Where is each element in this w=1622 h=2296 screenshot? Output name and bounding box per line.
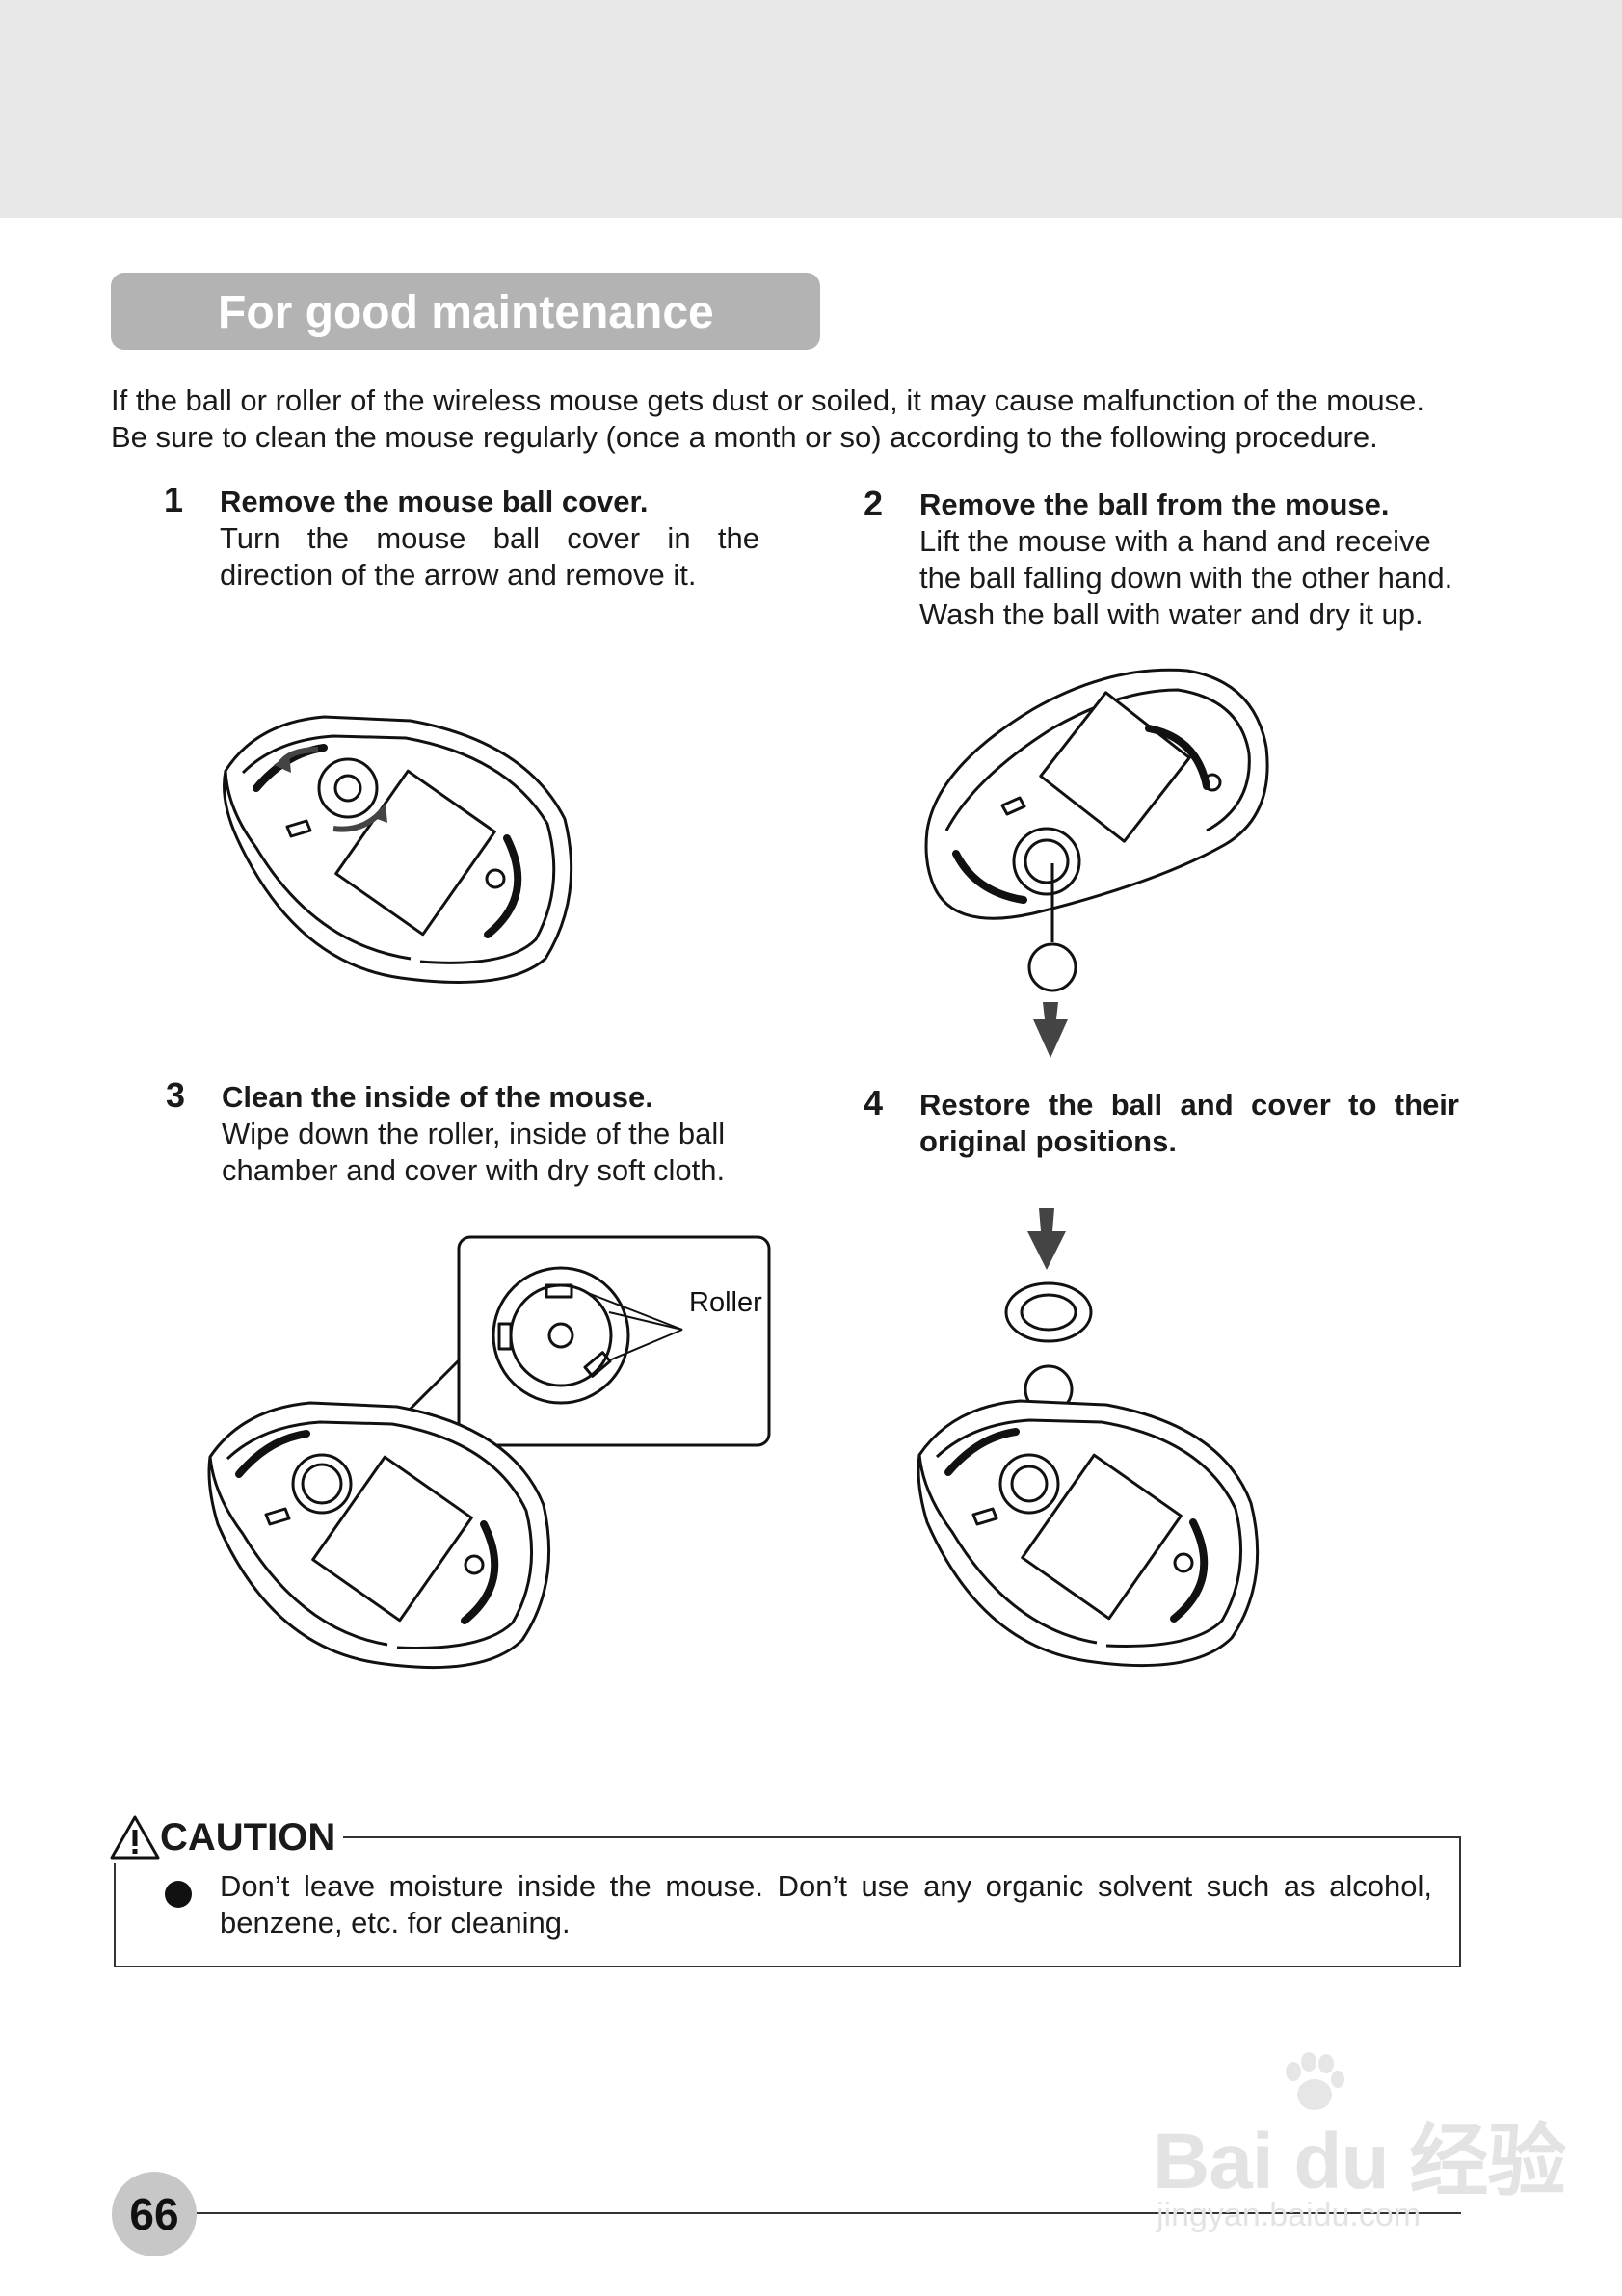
step-1-description-2: direction of the arrow and remove it.: [220, 557, 697, 594]
intro-paragraph: If the ball or roller of the wireless mo…: [111, 383, 1479, 456]
step-2-description: Lift the mouse with a hand and receive t…: [919, 523, 1459, 633]
section-title-bar: For good maintenance: [111, 273, 820, 350]
page-number-badge: 66: [112, 2172, 197, 2256]
footer-rule: [197, 2212, 1461, 2214]
step-4-title-line: Restore the ball and cover to their: [919, 1088, 1459, 1122]
caution-line: benzene, etc. for cleaning.: [220, 1906, 571, 1940]
baidu-paw-icon: [1286, 2052, 1344, 2110]
step-3-title: Clean the inside of the mouse.: [222, 1080, 653, 1114]
step-3-description: Wipe down the roller, inside of the ball…: [222, 1116, 761, 1189]
intro-line: If the ball or roller of the wireless mo…: [111, 383, 1424, 417]
step-1-description: Turn the mouse ball cover in the: [220, 520, 759, 557]
caution-title: CAUTION: [160, 1815, 336, 1859]
roller-label: Roller: [689, 1287, 762, 1318]
step-2-title: Remove the ball from the mouse.: [919, 488, 1390, 521]
step-4-title: Restore the ball and cover to their: [919, 1087, 1459, 1123]
section-title: For good maintenance: [218, 287, 714, 338]
warning-triangle-icon: [110, 1815, 160, 1860]
figure-restore-ball: [917, 1208, 1260, 1668]
bullet-icon: [165, 1881, 192, 1908]
page-number: 66: [129, 2189, 179, 2239]
step-1-line: Turn the mouse ball cover in the: [220, 521, 759, 555]
caution-line: Don’t leave moisture inside the mouse. D…: [220, 1869, 1432, 1903]
step-3-line: Wipe down the roller, inside of the ball: [222, 1117, 726, 1150]
step-4-title-2: original positions.: [919, 1124, 1177, 1158]
step-2-line: Lift the mouse with a hand and receive: [919, 524, 1431, 558]
step-2-line: the ball falling down with the other han…: [919, 561, 1453, 594]
figure-remove-cover: [223, 715, 573, 984]
caution-text: Don’t leave moisture inside the mouse. D…: [220, 1868, 1432, 1941]
step-1-number: 1: [164, 480, 184, 519]
step-1-title: Remove the mouse ball cover.: [220, 485, 649, 518]
figure-clean-inside: Roller: [207, 1235, 771, 1670]
step-4-number: 4: [864, 1083, 884, 1122]
step-2-line: Wash the ball with water and dry it up.: [919, 597, 1423, 631]
step-2-number: 2: [864, 484, 884, 523]
watermark-url: jingyan.baidu.com: [1157, 2197, 1422, 2233]
caution-heading: CAUTION: [110, 1811, 344, 1863]
figure-remove-ball: [924, 668, 1269, 1058]
top-band: [0, 0, 1622, 218]
step-3-line: chamber and cover with dry soft cloth.: [222, 1153, 726, 1187]
watermark-brand: Bai du 经验: [1153, 2118, 1566, 2205]
step-1-line: direction of the arrow and remove it.: [220, 558, 697, 592]
caution-box: [114, 1836, 1461, 1967]
step-3-number: 3: [166, 1075, 186, 1115]
intro-line: Be sure to clean the mouse regularly (on…: [111, 420, 1378, 454]
